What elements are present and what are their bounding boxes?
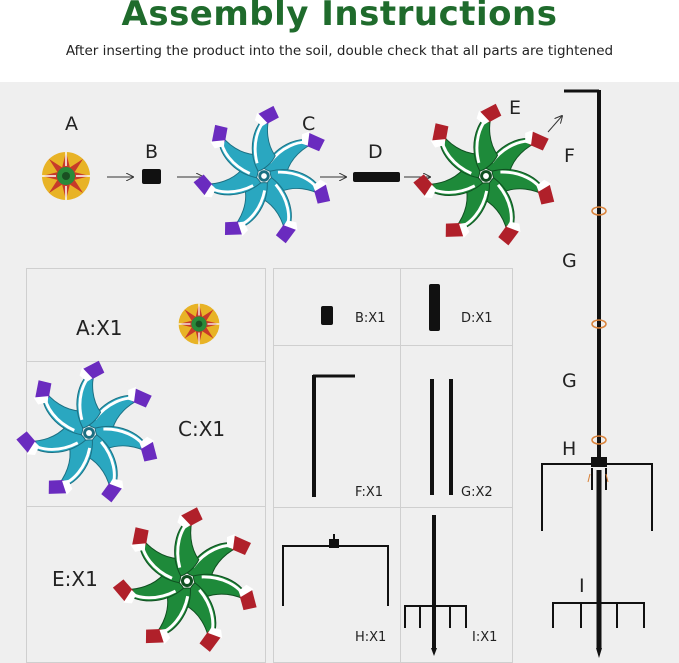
page-title: Assembly Instructions bbox=[121, 0, 558, 34]
part-label-i: I:X1 bbox=[472, 630, 498, 645]
blue-pinwheel-icon bbox=[13, 355, 165, 504]
stake-i-part bbox=[404, 515, 467, 656]
part-cell-d bbox=[400, 268, 513, 346]
label-f: F bbox=[564, 145, 575, 167]
part-cell-b bbox=[273, 268, 401, 346]
part-label-e: E:X1 bbox=[52, 567, 98, 591]
header: Assembly Instructions After inserting th… bbox=[0, 0, 679, 82]
label-g-1: G bbox=[562, 250, 577, 272]
connector-b bbox=[142, 169, 161, 184]
part-label-d: D:X1 bbox=[461, 311, 493, 326]
label-i: I bbox=[579, 575, 585, 597]
label-d: D bbox=[368, 141, 383, 163]
connector-d bbox=[353, 172, 400, 182]
page-subtitle: After inserting the product into the soi… bbox=[65, 43, 614, 59]
label-b: B bbox=[145, 141, 159, 163]
part-cell-g bbox=[400, 345, 513, 508]
part-label-a: A:X1 bbox=[76, 316, 123, 340]
label-e: E bbox=[509, 97, 522, 119]
part-label-c: C:X1 bbox=[178, 417, 226, 441]
assembled-stake bbox=[541, 89, 653, 658]
label-a: A bbox=[65, 113, 78, 135]
part-cell-a bbox=[26, 268, 266, 362]
rod-f-part bbox=[312, 374, 355, 497]
label-g-2: G bbox=[562, 370, 577, 392]
label-h: H bbox=[562, 438, 577, 460]
part-label-g: G:X2 bbox=[461, 485, 493, 500]
connector-d-part bbox=[429, 284, 440, 331]
part-label-h: H:X1 bbox=[355, 630, 387, 645]
arrow-icon bbox=[547, 116, 562, 133]
label-c: C bbox=[302, 113, 316, 135]
connector-b-part bbox=[321, 306, 333, 325]
small-flower-pinwheel-icon bbox=[177, 302, 221, 346]
part-label-f: F:X1 bbox=[355, 485, 384, 500]
green-pinwheel-icon bbox=[109, 502, 264, 654]
part-label-b: B:X1 bbox=[355, 311, 386, 326]
rods-g-part bbox=[430, 379, 453, 495]
part-cell-i bbox=[400, 507, 513, 663]
stand-h-part bbox=[282, 534, 389, 606]
